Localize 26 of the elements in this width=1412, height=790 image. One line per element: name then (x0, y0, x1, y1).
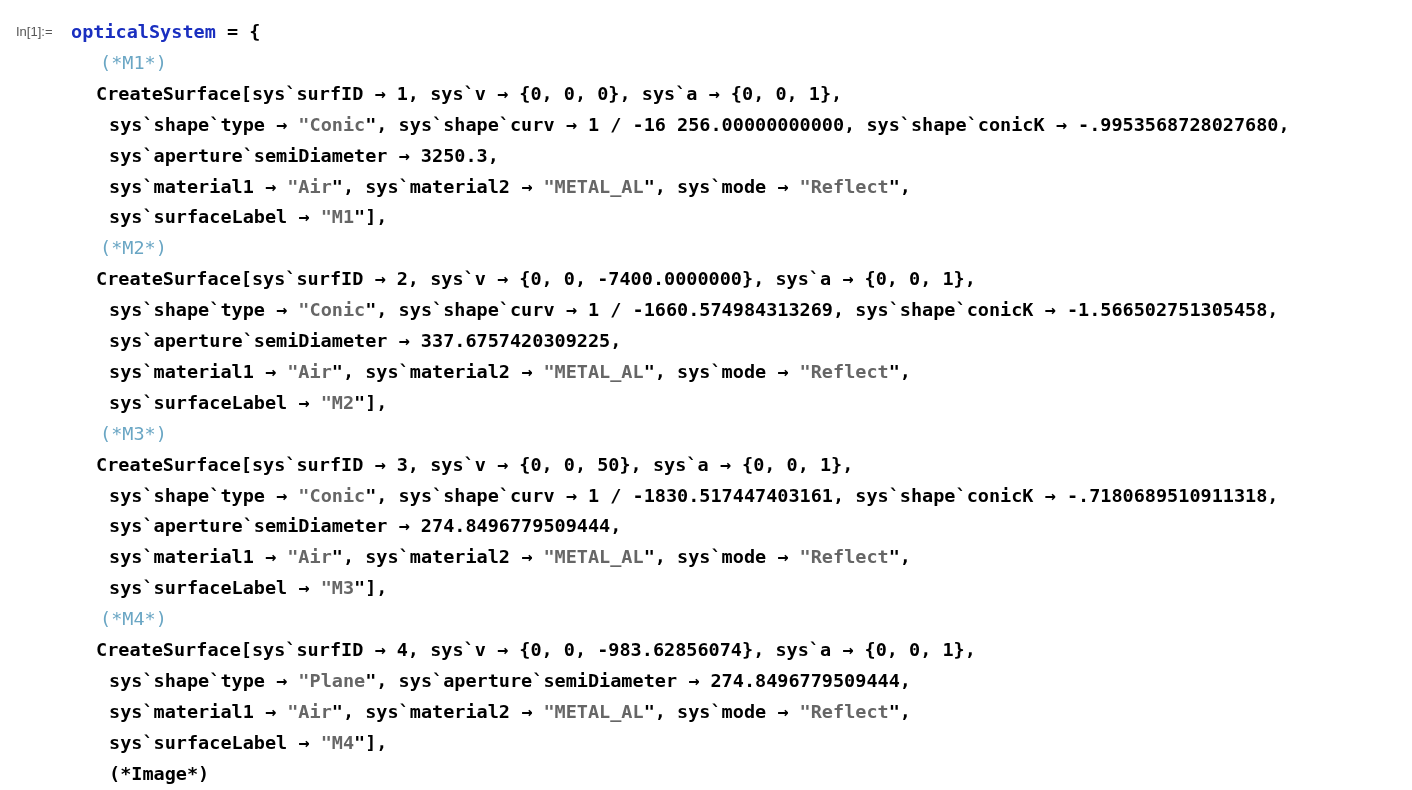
code-line: (*Image*) (109, 761, 210, 786)
code-comment: (*M4*) (100, 607, 167, 632)
code-line: sys`material1 → "Air", sys`material2 → "METAL_AL", sys`mode → "Reflect", (109, 545, 911, 570)
code-line: sys`surfaceLabel → "M4"], (109, 730, 388, 755)
code-line: sys`shape`type → "Plane", sys`aperture`semiDiameter → 274.8496779509444, (109, 668, 911, 693)
code-line: sys`surfaceLabel → "M2"], (109, 390, 388, 415)
input-prompt: In[1]:= (16, 24, 53, 39)
code-line: sys`material1 → "Air", sys`material2 → "METAL_AL", sys`mode → "Reflect", (109, 174, 911, 199)
code-line: opticalSystem = { (71, 20, 261, 44)
code-comment: (*M1*) (100, 50, 167, 75)
code-line: sys`material1 → "Air", sys`material2 → "METAL_AL", sys`mode → "Reflect", (109, 359, 911, 384)
code-line: sys`shape`type → "Conic", sys`shape`curv → 1 / -1660.574984313269, sys`shape`conicK → -1.566502751305458, (109, 298, 1279, 323)
code-line: sys`material1 → "Air", sys`material2 → "METAL_AL", sys`mode → "Reflect", (109, 699, 911, 724)
code-line: sys`aperture`semiDiameter → 337.6757420309225, (109, 329, 622, 353)
code-line: sys`shape`type → "Conic", sys`shape`curv → 1 / -1830.517447403161, sys`shape`conicK → -.7180689510911318, (109, 483, 1279, 508)
code-comment: (*M3*) (100, 421, 167, 446)
code-line: CreateSurface[sys`surfID → 4, sys`v → {0, 0, -983.62856074}, sys`a → {0, 0, 1}, (96, 638, 976, 662)
code-line: CreateSurface[sys`surfID → 2, sys`v → {0, 0, -7400.0000000}, sys`a → {0, 0, 1}, (96, 267, 976, 292)
code-line: CreateSurface[sys`surfID → 1, sys`v → {0, 0, 0}, sys`a → {0, 0, 1}, (96, 81, 843, 106)
code-comment: (*M2*) (100, 236, 167, 261)
code-line: sys`shape`type → "Conic", sys`shape`curv → 1 / -16 256.00000000000, sys`shape`conicK → -.9953568728027680, (109, 112, 1290, 137)
code-line: sys`aperture`semiDiameter → 274.8496779509444, (109, 514, 622, 539)
code-line: sys`surfaceLabel → "M3"], (109, 576, 388, 601)
code-line: CreateSurface[sys`surfID → 3, sys`v → {0, 0, 50}, sys`a → {0, 0, 1}, (96, 452, 854, 477)
code-line: sys`aperture`semiDiameter → 3250.3, (109, 143, 499, 168)
code-line: sys`surfaceLabel → "M1"], (109, 205, 388, 230)
